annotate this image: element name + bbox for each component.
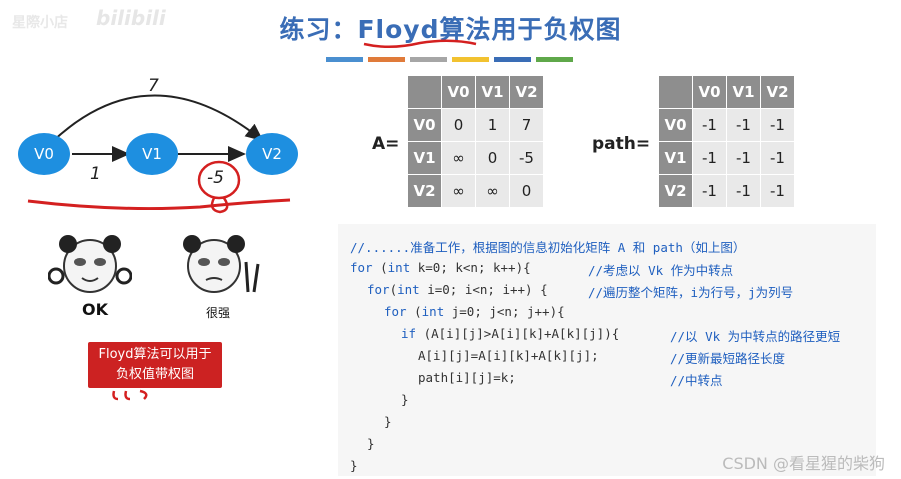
matrix-path-cell: -1: [692, 174, 727, 208]
matrix-path-col-header: V0: [692, 75, 727, 109]
edge-weight-v0-v2: 7: [148, 76, 159, 96]
code-line-for-i: for(int i=0; i<n; i++) {: [367, 282, 548, 297]
title-stripe: [452, 57, 489, 62]
code-comment-k: //考虑以 Vk 作为中转点: [588, 263, 734, 278]
matrix-a-cell: 0: [441, 108, 476, 142]
matrix-path-cell: -1: [726, 141, 761, 175]
title-stripe: [536, 57, 573, 62]
code-comment-init: //......准备工作，根据图的信息初始化矩阵 A 和 path（如上图）: [350, 240, 746, 255]
matrix-a-col-header: V0: [441, 75, 476, 109]
callout-line-1: Floyd算法可以用于: [98, 347, 212, 362]
matrix-path-row-header: V1: [658, 141, 693, 175]
graph-node-v1: V1: [126, 133, 178, 175]
matrix-a-cell: ∞: [441, 141, 476, 175]
matrix-path-cell: -1: [760, 174, 795, 208]
matrix-a-cell: ∞: [475, 174, 510, 208]
code-close-brace: }: [401, 392, 409, 407]
code-close-brace: }: [350, 458, 358, 473]
matrix-a-cell: 0: [509, 174, 544, 208]
title-stripe: [494, 57, 531, 62]
matrix-a-col-header: V1: [475, 75, 510, 109]
code-block: [338, 224, 876, 476]
matrix-path-cell: -1: [760, 141, 795, 175]
matrix-path-cell: -1: [726, 108, 761, 142]
panda-meme-strong-image: [183, 235, 260, 293]
matrix-path-col-header: V2: [760, 75, 795, 109]
title-stripe: [326, 57, 363, 62]
matrix-a-col-header: V2: [509, 75, 544, 109]
matrix-a-row-header: V0: [407, 108, 442, 142]
matrix-path-col-header: V1: [726, 75, 761, 109]
matrix-path-row-header: V0: [658, 108, 693, 142]
code-close-brace: }: [384, 414, 392, 429]
title-stripe: [368, 57, 405, 62]
page-title: 练习：Floyd算法用于负权图: [279, 15, 622, 44]
red-scribble-annotation: [27, 198, 291, 211]
code-comment-i: //遍历整个矩阵，i为行号，j为列号: [588, 285, 794, 300]
matrix-a-cell: 7: [509, 108, 544, 142]
matrix-path-row-header: V2: [658, 174, 693, 208]
matrix-path-cell: -1: [692, 141, 727, 175]
matrix-path-cell: -1: [726, 174, 761, 208]
graph-edges: [27, 94, 291, 214]
code-close-brace: }: [367, 436, 375, 451]
csdn-watermark: CSDN @看星猩的柴狗: [722, 454, 885, 473]
code-line-if: if (A[i][j]>A[i][k]+A[k][j]){: [401, 326, 620, 341]
title-stripe: [410, 57, 447, 62]
matrix-a-label: A=: [372, 134, 400, 154]
matrix-path-cell: -1: [692, 108, 727, 142]
graph-node-v2: V2: [246, 133, 298, 175]
floyd-note-callout: Floyd算法可以用于 负权值带权图: [88, 342, 222, 388]
title-underline-annotation: [363, 39, 477, 48]
matrix-a-row-header: V1: [407, 141, 442, 175]
code-line-update-path: path[i][j]=k;: [418, 370, 516, 385]
meme-caption-ok: OK: [82, 300, 108, 319]
code-line-for-j: for (int j=0; j<n; j++){: [384, 304, 565, 319]
code-comment-update-path: //中转点: [670, 373, 723, 388]
code-line-for-k: for (int k=0; k<n; k++){: [350, 260, 531, 275]
code-line-update-a: A[i][j]=A[i][k]+A[k][j];: [418, 348, 599, 363]
matrix-a-cell: -5: [509, 141, 544, 175]
matrix-a: V0 V1 V2 V0 0 1 7 V1 ∞ 0 -5 V2 ∞ ∞ 0: [407, 75, 544, 208]
edge-weight-v0-v1: 1: [90, 164, 101, 184]
meme-caption-strong: 很强: [206, 306, 231, 320]
code-comment-update-a: //更新最短路径长度: [670, 351, 786, 366]
matrix-path-cell: -1: [760, 108, 795, 142]
red-handwriting-annotation: [112, 389, 148, 401]
matrix-a-cell: 0: [475, 141, 510, 175]
code-comment-if: //以 Vk 为中转点的路径更短: [670, 329, 841, 344]
watermark-left: 星際小店: [12, 15, 68, 31]
weight-circle-annotation: [197, 160, 241, 200]
matrix-a-row-header: V2: [407, 174, 442, 208]
matrix-path: V0 V1 V2 V0 -1 -1 -1 V1 -1 -1 -1 V2 -1 -…: [658, 75, 795, 208]
panda-meme-ok-image: [48, 235, 132, 293]
edge-weight-v1-v2: -5: [207, 168, 224, 188]
edge-v0-v2: [51, 94, 264, 143]
matrix-a-cell: 1: [475, 108, 510, 142]
bilibili-watermark: bilibili: [96, 6, 166, 30]
matrix-a-cell: ∞: [441, 174, 476, 208]
matrix-path-label: path=: [592, 134, 651, 154]
callout-line-2: 负权值带权图: [115, 367, 194, 382]
graph-node-v0: V0: [18, 133, 70, 175]
